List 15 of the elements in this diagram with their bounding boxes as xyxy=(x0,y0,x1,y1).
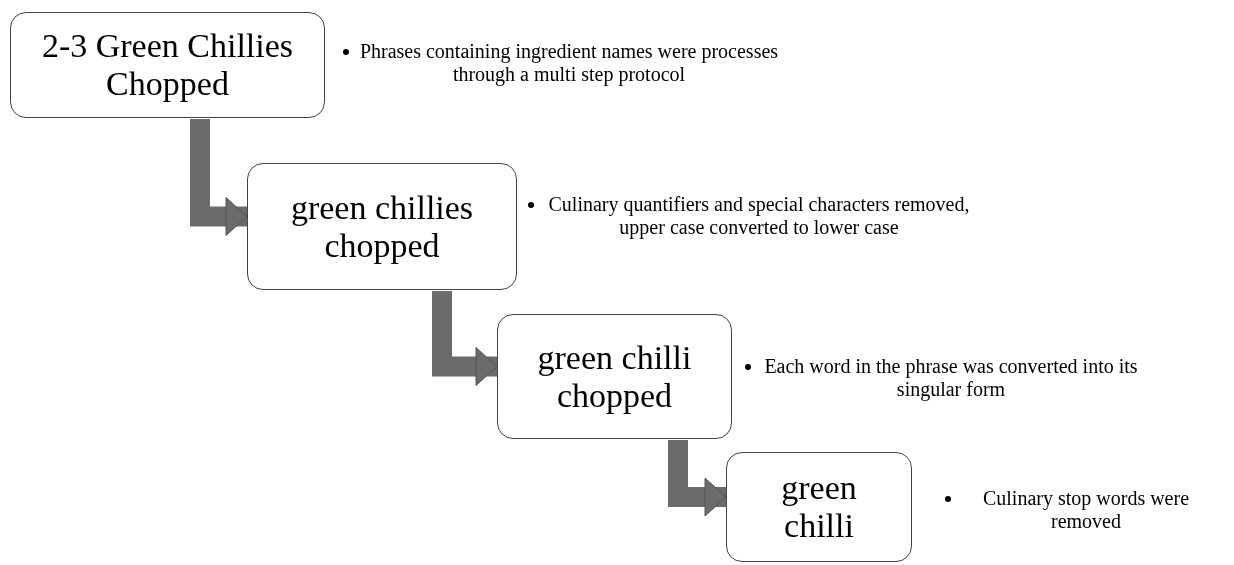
step-note: Culinary stop words were removed xyxy=(981,487,1191,533)
step-text: green chilli xyxy=(780,469,858,545)
process-box xyxy=(10,12,325,118)
process-box xyxy=(247,163,517,290)
l-shaped-arrow xyxy=(668,440,727,517)
l-shaped-arrow xyxy=(190,119,248,236)
step-text: green chilli chopped xyxy=(536,338,693,415)
step-note: Phrases containing ingredient names were processes through a multi step protocol xyxy=(359,40,779,86)
l-shaped-arrow xyxy=(432,291,498,386)
step-text: 2-3 Green Chillies Chopped xyxy=(40,27,295,103)
step-note: Culinary quantifiers and special characters removed, upper case converted to lower case xyxy=(547,193,971,239)
process-box xyxy=(497,314,732,439)
step-text: green chillies chopped xyxy=(289,188,475,265)
process-box xyxy=(726,452,912,562)
step-note: Each word in the phrase was converted into its singular form xyxy=(763,355,1139,401)
